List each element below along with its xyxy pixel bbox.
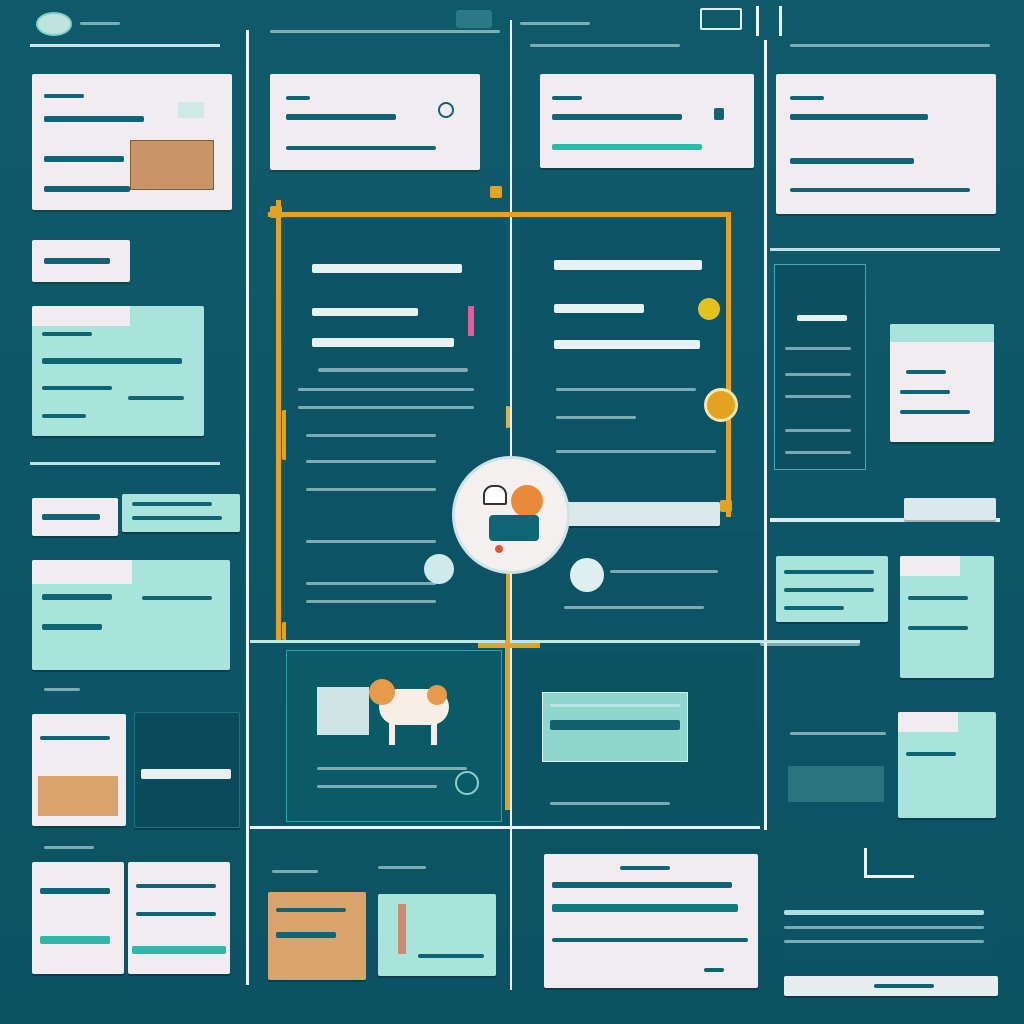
left-caption-2	[44, 846, 94, 849]
left-card-7	[128, 862, 230, 974]
orange-node-2	[490, 186, 502, 198]
bottom-right-panel	[784, 904, 996, 962]
center-panel-left	[286, 220, 506, 640]
orange-node-4	[720, 500, 732, 512]
left-tag-2	[32, 498, 118, 536]
grid-line-v1	[246, 30, 249, 985]
orange-frame-top	[268, 212, 730, 217]
top-card-2	[270, 74, 480, 170]
bottom-card-mint	[378, 894, 496, 976]
orange-frame-center	[505, 500, 510, 810]
grid-line-h4	[770, 248, 1000, 251]
left-card-1	[32, 74, 232, 210]
header-rule-left	[80, 22, 120, 25]
lower-panel-left	[286, 650, 502, 822]
center-panel-lower	[520, 530, 760, 638]
right-strip-1	[904, 498, 996, 520]
chart-glyph-icon	[700, 8, 742, 30]
mascot-badge-icon	[452, 456, 570, 574]
header-rule-mid	[270, 30, 500, 33]
bottom-caption-2	[378, 866, 426, 869]
left-card-2	[32, 306, 204, 436]
grid-line-h1	[30, 44, 220, 47]
bottom-card-tan	[268, 892, 366, 980]
logo-pill-icon	[36, 12, 72, 36]
bottom-right-strip	[784, 976, 998, 996]
center-panel-right	[520, 220, 738, 500]
orange-node-1	[270, 206, 282, 218]
bottom-caption-1	[272, 870, 318, 873]
lower-panel-right	[520, 652, 756, 818]
header-rule-far-right	[790, 44, 990, 47]
grid-line-h6	[770, 518, 1000, 522]
header-block-1	[456, 10, 492, 28]
dog-illustration-icon	[369, 679, 459, 745]
orange-frame-right	[726, 212, 731, 517]
bottom-glyph-icon	[864, 848, 914, 878]
grid-line-h2	[250, 640, 860, 643]
bottom-card-center	[544, 854, 758, 988]
left-tag-1	[32, 240, 130, 282]
header-rule-right-b	[530, 44, 680, 47]
right-card-2	[776, 556, 888, 622]
left-card-3	[32, 560, 230, 670]
header-mark	[756, 6, 782, 36]
left-caption	[44, 688, 80, 691]
right-card-1	[890, 324, 994, 442]
right-card-3	[900, 556, 994, 678]
left-card-6	[32, 862, 124, 974]
grid-line-v3	[764, 40, 767, 830]
right-connector-1	[760, 642, 860, 646]
right-panel-1	[774, 264, 866, 470]
header-rule-right-a	[520, 22, 590, 25]
right-card-4	[898, 712, 996, 818]
grid-line-h5	[30, 462, 220, 465]
orange-cross-h	[478, 643, 540, 648]
left-strip-2	[122, 494, 240, 532]
orange-frame-left	[276, 200, 281, 640]
grid-line-h3	[250, 826, 760, 829]
left-card-5	[134, 712, 240, 828]
right-panel-2	[780, 722, 890, 812]
top-card-3	[540, 74, 754, 168]
left-card-4	[32, 714, 126, 826]
top-card-4	[776, 74, 996, 214]
